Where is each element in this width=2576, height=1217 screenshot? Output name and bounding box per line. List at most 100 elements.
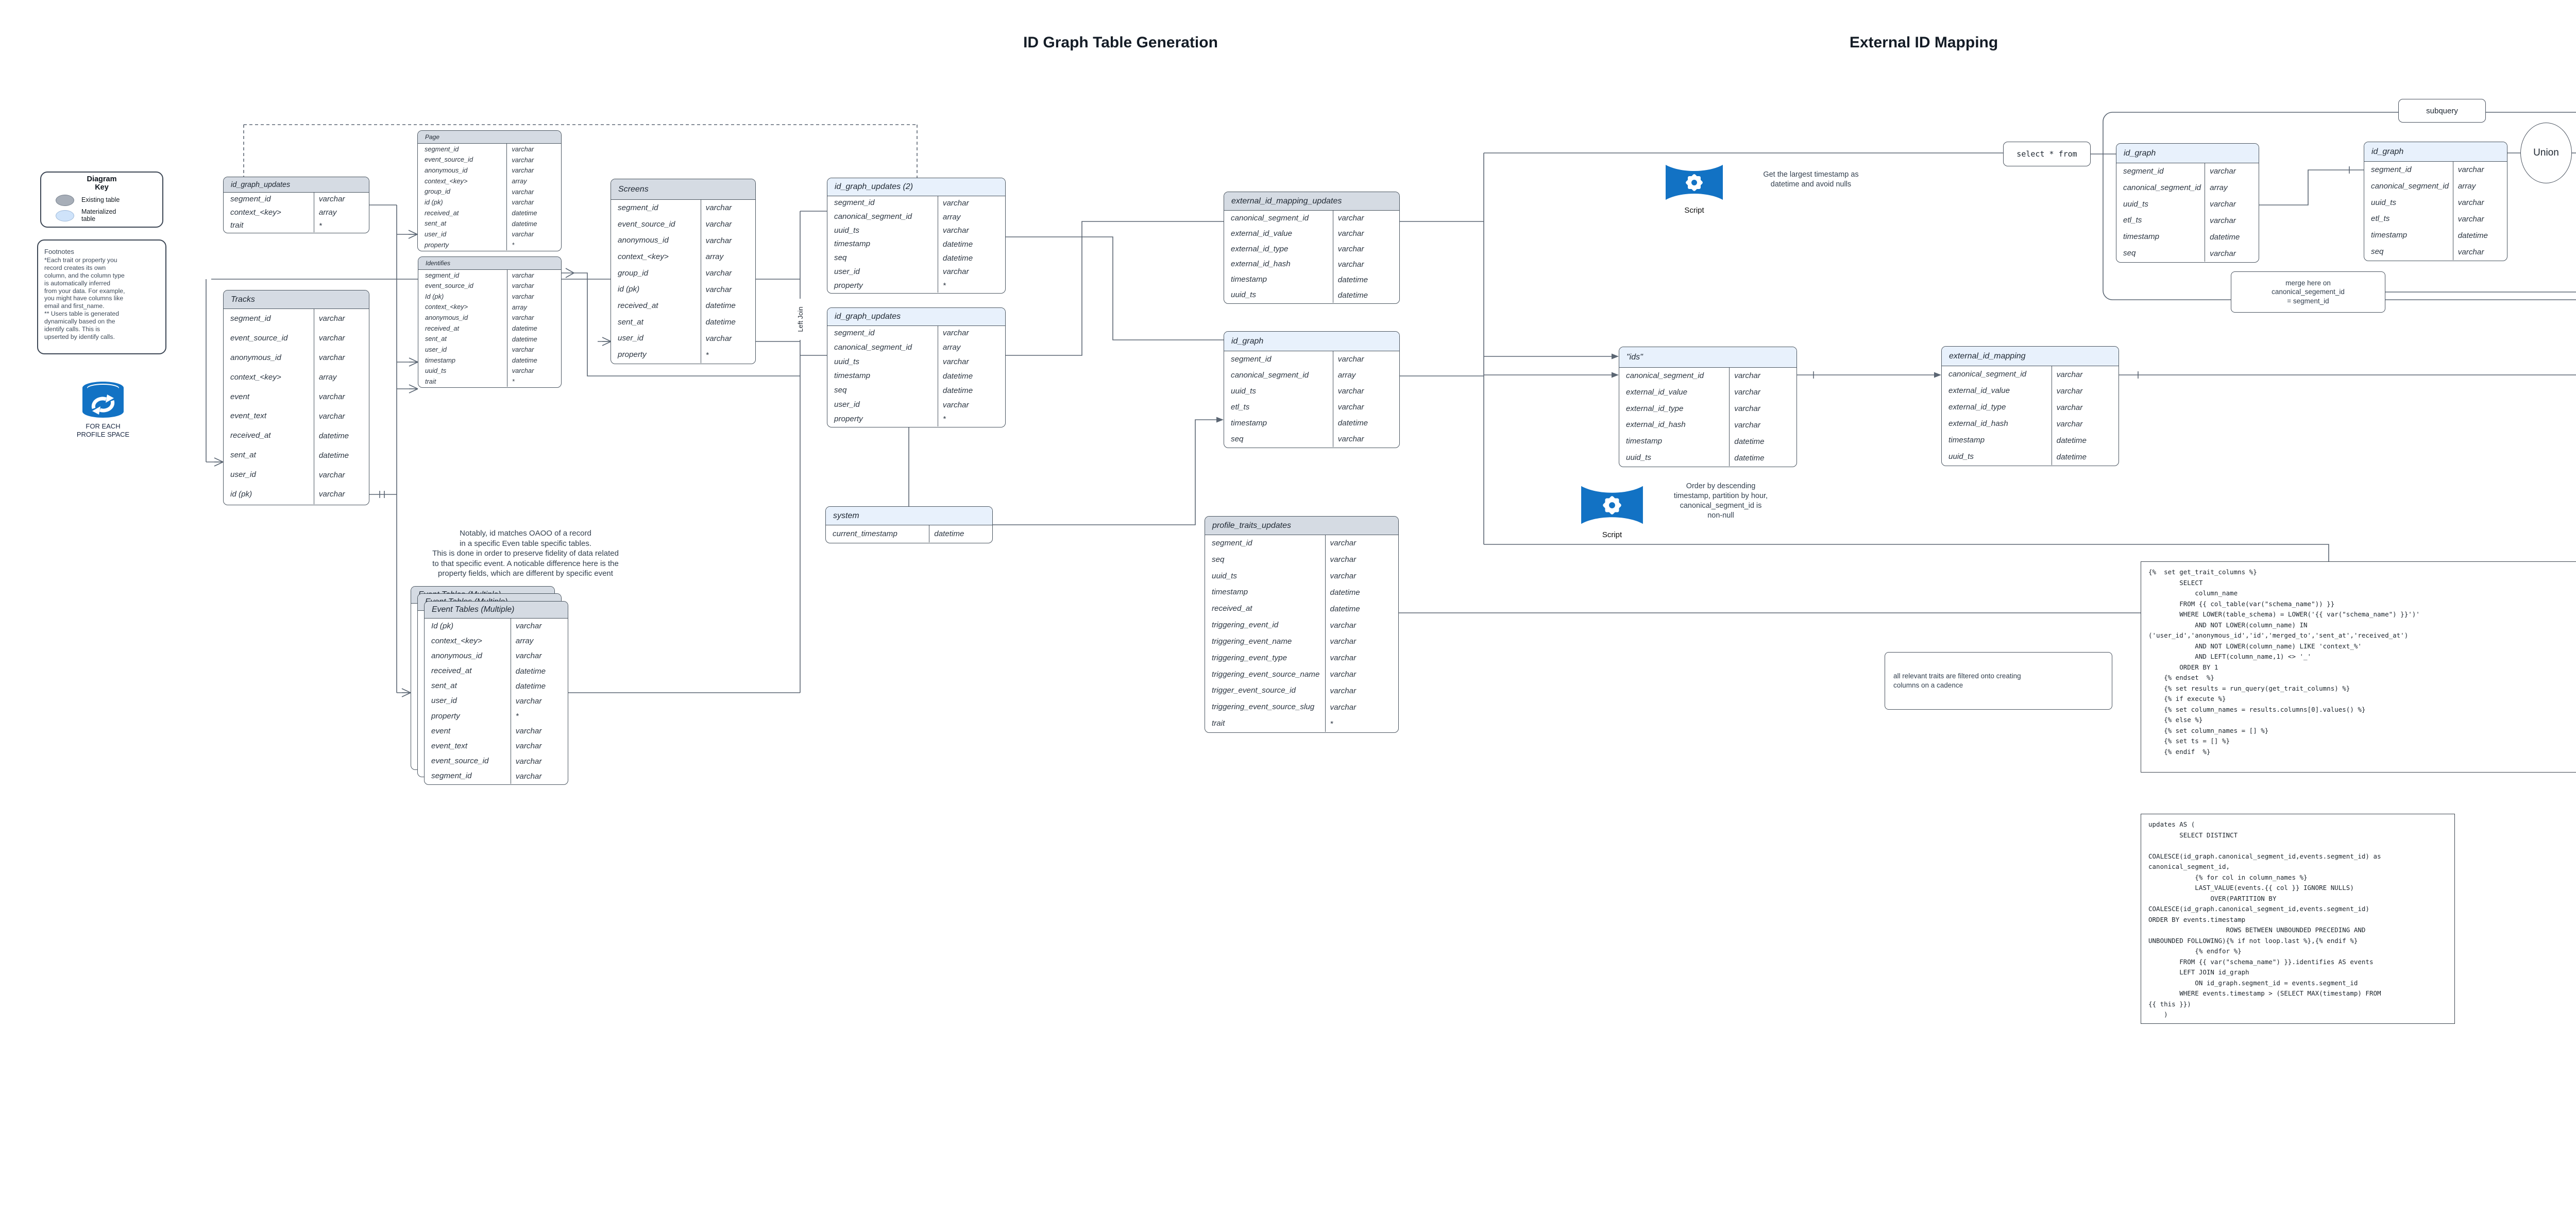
field-name: timestamp xyxy=(1212,588,1248,597)
field-type: varchar xyxy=(2205,163,2259,180)
flow-label-subquery[interactable]: subquery xyxy=(2398,99,2486,123)
table-title: id_graph xyxy=(1231,336,1264,346)
field-type: datetime xyxy=(1325,584,1399,601)
field-name: event xyxy=(230,392,250,401)
table-header: id_graph_updates xyxy=(224,177,369,193)
field-type: * xyxy=(506,239,561,250)
field-name: canonical_segment_id xyxy=(1231,370,1309,380)
field-type: varchar xyxy=(506,280,561,292)
field-name: event_source_id xyxy=(431,757,489,766)
code-block-updates-code[interactable]: updates AS ( SELECT DISTINCT COALESCE(id… xyxy=(2141,814,2455,1024)
for-each-profile-space-icon[interactable]: FOR EACH PROFILE SPACE xyxy=(72,382,134,439)
field-name: external_id_type xyxy=(1948,403,2006,412)
script-top-icon[interactable]: Script xyxy=(1665,162,1723,215)
field-type: varchar xyxy=(2051,399,2119,416)
flow-label-select-from[interactable]: select * from xyxy=(2003,142,2091,166)
field-type: datetime xyxy=(313,426,369,446)
field-type: varchar xyxy=(506,270,561,281)
table-row: context_<key>array xyxy=(418,301,561,313)
note-merge-note[interactable]: merge here on canonical_segement_id = se… xyxy=(2231,271,2385,313)
script-bottom-note: Order by descending timestamp, partition… xyxy=(1673,482,1768,520)
field-name: anonymous_id xyxy=(425,166,468,174)
field-name: seq xyxy=(1212,555,1225,564)
flow-label-left-join-rotated[interactable]: Left Join xyxy=(794,299,806,340)
field-name: received_at xyxy=(230,431,271,440)
field-name: event_source_id xyxy=(230,333,288,342)
field-name: segment_id xyxy=(618,203,658,212)
table-header: external_id_mapping_updates xyxy=(1224,192,1399,211)
field-name: segment_id xyxy=(2123,166,2164,176)
field-name: received_at xyxy=(425,209,459,217)
field-name: anonymous_id xyxy=(618,236,669,245)
field-name: uuid_ts xyxy=(1231,386,1256,396)
script-bottom-icon[interactable]: Script xyxy=(1581,483,1643,539)
note-traits-note[interactable]: all relevant traits are filtered onto cr… xyxy=(1885,652,2112,710)
field-name: timestamp xyxy=(834,371,871,381)
field-name: property xyxy=(431,711,460,721)
field-name: uuid_ts xyxy=(2123,199,2148,209)
flow-label-union[interactable]: Union xyxy=(2520,123,2572,183)
table-row: segment_id varchar xyxy=(2116,163,2259,180)
script-label: Script xyxy=(1602,530,1622,539)
field-type: datetime xyxy=(506,323,561,334)
field-name: seq xyxy=(2123,249,2136,258)
field-name: timestamp xyxy=(1948,436,1985,445)
field-name: user_id xyxy=(618,334,643,343)
table-row: external_id_type varchar xyxy=(1942,399,2119,416)
field-type: datetime xyxy=(510,678,568,694)
diagram-key-item-label: Materialized table xyxy=(81,208,116,222)
field-name: canonical_segment_id xyxy=(1626,371,1704,380)
field-name: triggering_event_type xyxy=(1212,653,1287,662)
field-type: varchar xyxy=(313,193,369,206)
field-name: event_source_id xyxy=(425,282,473,290)
code-block-trait-columns-code[interactable]: {% set get_trait_columns %} SELECT colum… xyxy=(2141,561,2576,773)
field-type: varchar xyxy=(1325,617,1399,633)
field-name: seq xyxy=(834,386,847,395)
footnotes-box[interactable]: Footnotes *Each trait or property you re… xyxy=(37,239,166,354)
field-type: varchar xyxy=(510,648,568,664)
field-name: sent_at xyxy=(431,681,457,691)
field-type: datetime xyxy=(937,237,1005,251)
field-name: property xyxy=(834,281,863,290)
field-name: uuid_ts xyxy=(1231,290,1256,300)
table-header: id_graph_updates xyxy=(827,308,1005,326)
